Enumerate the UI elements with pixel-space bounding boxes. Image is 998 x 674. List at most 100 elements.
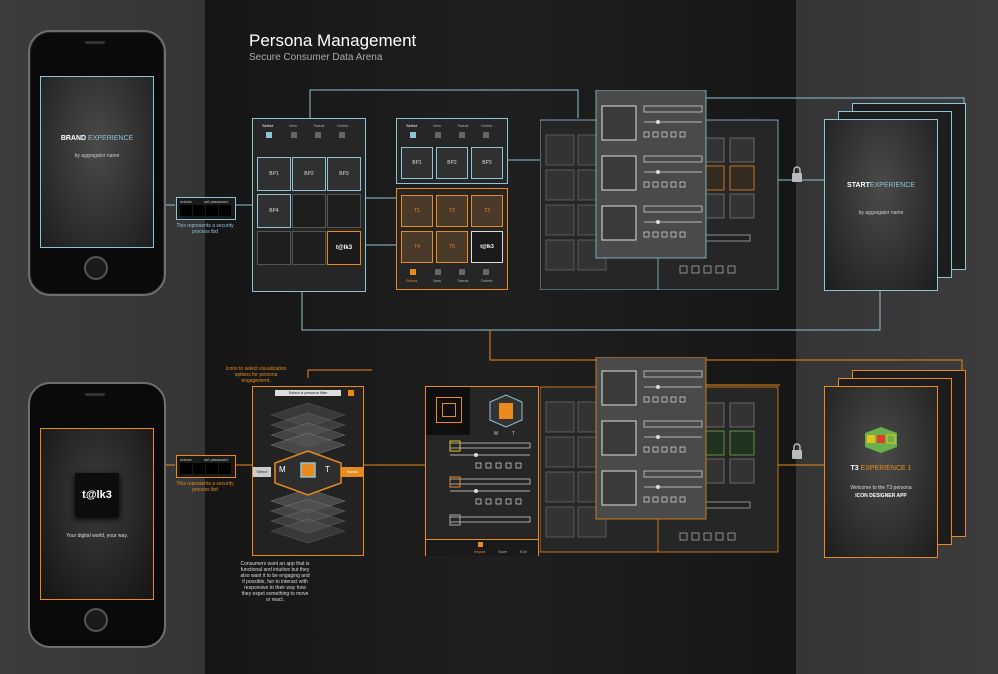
layer-sliders — [449, 440, 531, 526]
tab-new[interactable]: New — [433, 278, 442, 283]
tab-delete[interactable]: Delete — [481, 123, 493, 128]
persona-grid-screen: Select New Tweak Delete BP1 BP2 BP3 BP4 … — [252, 118, 366, 292]
home-button[interactable] — [84, 256, 108, 280]
tab-new[interactable]: New — [289, 123, 298, 128]
tab-indicator — [266, 132, 272, 138]
talk3-tile[interactable]: T2 — [436, 195, 468, 227]
t3-app-name: ICON DESIGNER APP — [855, 493, 907, 499]
talk3-tile[interactable]: T3 — [471, 195, 503, 227]
tab-tweak[interactable]: Tweak — [457, 123, 469, 128]
pin-digit[interactable] — [193, 463, 205, 474]
tab-delete[interactable]: Delete — [337, 123, 349, 128]
unlock-label: unlock — [180, 457, 192, 462]
tab-tweak[interactable]: Tweak — [457, 278, 469, 283]
t3-experience-card: T3 EXPERIENCE 1 Welcome to the T3 person… — [824, 386, 938, 558]
pin-digit[interactable] — [180, 205, 192, 216]
security-box-bottom: unlock set password — [176, 455, 236, 478]
persona-tile-empty[interactable] — [292, 231, 326, 265]
pin-digit[interactable] — [219, 463, 231, 474]
brand-byline: by aggragator name — [74, 153, 120, 159]
persona-tile-empty[interactable] — [257, 231, 291, 265]
speaker — [85, 393, 105, 396]
tagline: Your digital world, your way. — [66, 533, 128, 539]
pin-digit[interactable] — [206, 463, 218, 474]
t3-welcome: Welcome to the T3 persona — [850, 485, 912, 491]
tweak-button[interactable]: Tweak — [341, 467, 363, 477]
persona-tile[interactable]: BP2 — [292, 157, 326, 191]
pin-digit[interactable] — [219, 205, 231, 216]
t3-cube-logo — [865, 427, 897, 453]
slider-panel — [595, 357, 707, 520]
persona-tile[interactable]: BP3 — [327, 157, 361, 191]
tab-new[interactable]: New — [433, 123, 442, 128]
persona-tile[interactable]: BP1 — [401, 147, 433, 179]
tab-indicator — [483, 132, 489, 138]
lock-icon — [792, 166, 802, 459]
persona-filter-input[interactable]: Select a persona filter — [275, 390, 341, 396]
visualization-note: Icons to select visualization options fo… — [225, 366, 287, 384]
talk3-tile[interactable]: t@lk3 — [471, 231, 503, 263]
config-screens-bottom — [540, 357, 779, 553]
tab-indicator — [435, 269, 441, 275]
phone-bottom: t@lk3 Your digital world, your way. — [28, 382, 166, 648]
tab-indicator — [459, 132, 465, 138]
tab-indicator — [410, 132, 416, 138]
persona-tile[interactable]: BP2 — [436, 147, 468, 179]
talk3-tile[interactable]: T1 — [401, 195, 433, 227]
talk3-tile[interactable]: T4 — [401, 231, 433, 263]
talk3-tiles-screen: T1 T2 T3 T4 T5 t@lk3 Select New Tweak De… — [396, 188, 508, 290]
tab-indicator — [410, 269, 416, 275]
exit-tab[interactable]: Exit — [520, 549, 527, 554]
page-subtitle: Secure Consumer Data Arena — [249, 52, 383, 63]
home-button[interactable] — [84, 608, 108, 632]
tab-select[interactable]: Select — [262, 123, 274, 128]
pin-digit[interactable] — [180, 463, 192, 474]
pin-digit[interactable] — [206, 205, 218, 216]
config-screens-top — [540, 90, 779, 290]
tab-indicator — [435, 132, 441, 138]
pin-digit[interactable] — [193, 205, 205, 216]
tab-indicator — [478, 542, 483, 547]
speaker — [85, 41, 105, 44]
talk3-tile[interactable]: t@lk3 — [327, 231, 361, 265]
cube-icon — [489, 394, 523, 428]
security-note-top: This represents a security process tbd — [176, 223, 234, 235]
page-title: Persona Management — [249, 31, 417, 50]
save-tab[interactable]: Save — [498, 549, 508, 554]
tab-select[interactable]: Select — [406, 278, 418, 283]
tab-indicator — [315, 132, 321, 138]
persona-filter-screen: Select a persona filter Select Tweak M T — [252, 386, 364, 556]
security-note-bottom: This represents a security process tbd — [176, 481, 234, 493]
persona-tile[interactable]: BP1 — [257, 157, 291, 191]
tab-indicator — [291, 132, 297, 138]
import-tab[interactable]: Import — [474, 549, 486, 554]
start-title: STARTEXPERIENCE — [847, 182, 915, 189]
consumer-note: Consumers want an app that is functional… — [240, 561, 310, 603]
start-experience-card: STARTEXPERIENCE by aggragator name — [824, 119, 938, 291]
t-label: T — [512, 431, 516, 437]
tab-indicator — [339, 132, 345, 138]
persona-tile[interactable]: BP3 — [471, 147, 503, 179]
security-box-top: unlock set password — [176, 197, 236, 220]
start-byline: by aggragator name — [858, 210, 904, 216]
persona-tile-empty[interactable] — [292, 194, 326, 228]
unlock-label: unlock — [180, 199, 192, 204]
filter-toggle-icon[interactable] — [348, 390, 354, 396]
m-label: M — [279, 465, 286, 474]
persona-tile[interactable]: BP4 — [257, 194, 291, 228]
persona-layer-stack — [270, 402, 346, 544]
talk3-logo: t@lk3 — [75, 473, 119, 517]
icon-designer-screen: M T Import Save Exit — [425, 386, 539, 556]
brand-title: BRAND EXPERIENCE — [60, 135, 134, 142]
talk3-tile[interactable]: T5 — [436, 231, 468, 263]
tab-indicator — [459, 269, 465, 275]
persona-tile-empty[interactable] — [327, 194, 361, 228]
tab-delete[interactable]: Delete — [481, 278, 493, 283]
slider-panel — [595, 90, 707, 259]
select-button[interactable]: Select — [253, 467, 271, 477]
set-password-label: set password — [204, 457, 228, 462]
tab-select[interactable]: Select — [406, 123, 418, 128]
tab-tweak[interactable]: Tweak — [313, 123, 325, 128]
t-label: T — [325, 465, 330, 474]
